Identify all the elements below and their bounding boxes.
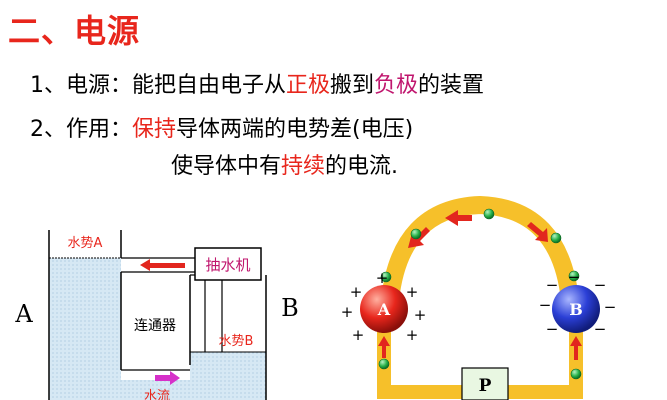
electron-icon xyxy=(550,232,562,244)
function2-suffix: 的电流. xyxy=(325,154,399,179)
water-right xyxy=(190,352,266,400)
left-up-arrow-icon xyxy=(378,336,390,358)
arrow-right-icon xyxy=(155,371,180,385)
water-analogy-diagram: 抽水机 水势A 水势B 连通器 水流 A B xyxy=(14,230,299,400)
arch-arrow-3-icon xyxy=(527,222,548,242)
level-a-label: 水势A xyxy=(68,235,103,251)
highlight-negative: 负极 xyxy=(374,73,419,98)
tank-b-label: B xyxy=(281,294,299,322)
arrow-left-icon xyxy=(140,259,185,271)
function-prefix: 2、作用： xyxy=(30,117,132,142)
electron-icon xyxy=(568,270,580,282)
conductor-arch xyxy=(381,195,579,302)
minus-sign: − xyxy=(539,296,552,314)
function-line-2: 使导体中有持续的电流. xyxy=(171,148,398,180)
electron-icon xyxy=(380,271,392,283)
connector-label: 连通器 xyxy=(134,318,176,334)
electron-icon xyxy=(410,228,422,240)
definition-prefix: 1、电源：能把自由电子从 xyxy=(30,73,286,98)
arch-arrow-1-icon xyxy=(445,210,472,226)
water-channel xyxy=(121,380,190,400)
sphere-a-label: A xyxy=(377,300,391,319)
plus-sign: + xyxy=(352,326,365,344)
minus-sign: − xyxy=(594,320,607,338)
function2-prefix: 使导体中有 xyxy=(171,154,282,179)
p-box xyxy=(461,367,509,400)
plus-sign: + xyxy=(341,303,354,321)
flow-label: 水流 xyxy=(144,389,170,400)
plus-sign: + xyxy=(414,306,427,324)
definition-mid: 搬到 xyxy=(330,73,375,98)
sphere-a xyxy=(360,285,408,333)
highlight-positive: 正极 xyxy=(286,73,331,98)
minus-sign: − xyxy=(594,276,607,294)
page-title: 二、电源 xyxy=(8,12,141,50)
plus-sign: + xyxy=(406,283,419,301)
highlight-maintain: 保持 xyxy=(132,117,177,142)
p-box-label: P xyxy=(479,376,492,396)
sphere-b-label: B xyxy=(569,300,583,319)
plus-sign: + xyxy=(376,269,389,287)
conductor-right xyxy=(508,330,583,399)
level-b-label: 水势B xyxy=(219,333,254,349)
plus-sign: + xyxy=(350,283,363,301)
minus-sign: − xyxy=(546,276,559,294)
electron-icon xyxy=(378,358,390,370)
sphere-b xyxy=(552,285,600,333)
pump-box xyxy=(194,247,262,281)
minus-sign: − xyxy=(568,268,581,286)
function-line: 2、作用：保持导体两端的电势差(电压) xyxy=(30,111,413,143)
highlight-continuous: 持续 xyxy=(281,154,326,179)
function-suffix: 导体两端的电势差(电压) xyxy=(176,117,414,142)
definition-suffix: 的装置 xyxy=(418,73,485,98)
pump-label: 抽水机 xyxy=(205,256,250,274)
minus-sign: − xyxy=(604,298,617,316)
tank-a-label: A xyxy=(14,300,33,328)
right-up-arrow-icon xyxy=(570,336,582,360)
minus-sign: − xyxy=(546,320,559,338)
electron-icon xyxy=(483,208,495,220)
circuit-diagram: A B + + + + + + + − − − − − − − P xyxy=(341,195,617,400)
electron-icon xyxy=(570,368,582,380)
plus-sign: + xyxy=(406,326,419,344)
definition-line: 1、电源：能把自由电子从正极搬到负极的装置 xyxy=(30,67,484,99)
conductor-left xyxy=(377,330,472,399)
water-left xyxy=(49,258,121,400)
